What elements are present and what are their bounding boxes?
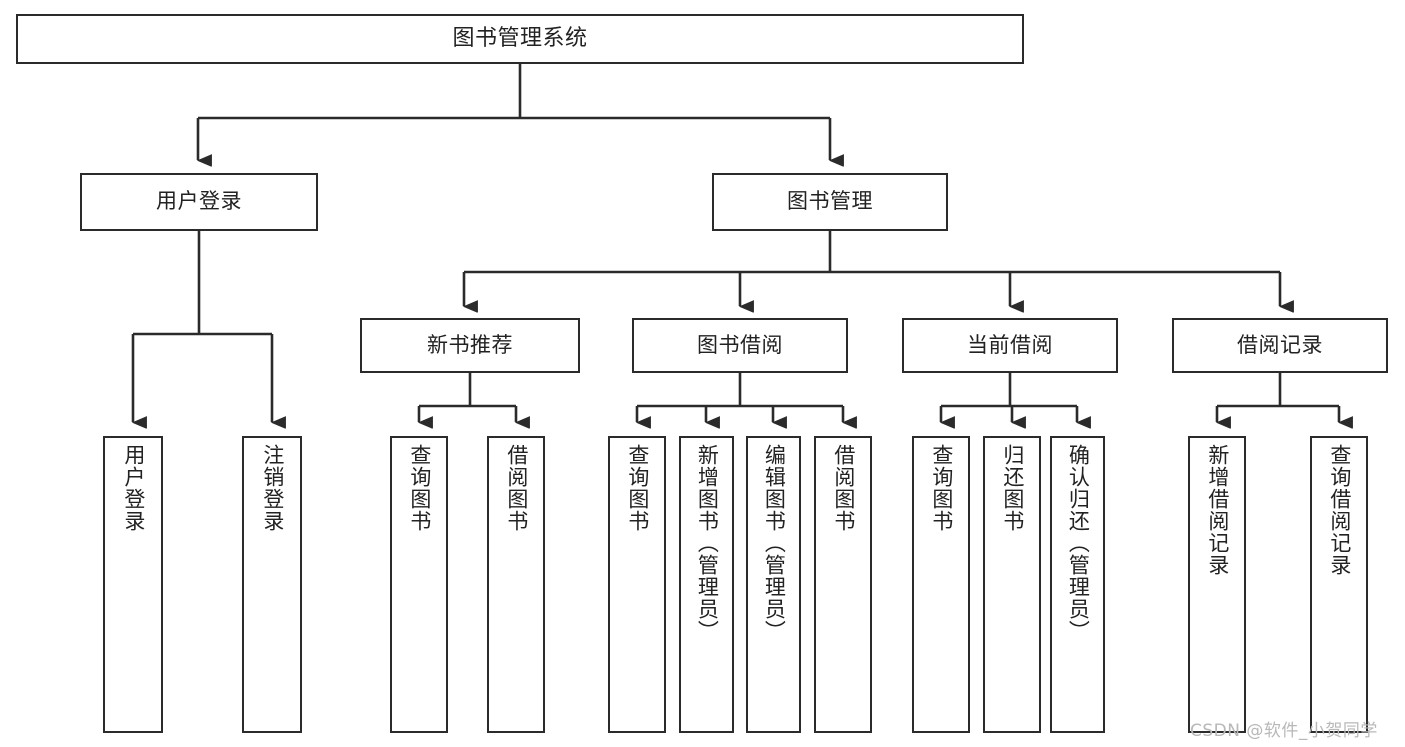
leaf-confirm-return-admin-label: 确认归还（管理员）	[1066, 444, 1091, 642]
leaf-query-book-recommend-label: 查询图书	[407, 444, 432, 532]
watermark-text: CSDN @软件_小贺同学	[1190, 721, 1378, 741]
node-current-borrow-label: 当前借阅	[967, 332, 1053, 357]
leaf-add-book-admin[interactable]: 新增图书（管理员）	[679, 436, 734, 733]
leaf-return-book[interactable]: 归还图书	[983, 436, 1041, 733]
node-new-book-recommend[interactable]: 新书推荐	[360, 318, 580, 373]
leaf-query-borrow-record[interactable]: 查询借阅记录	[1310, 436, 1368, 733]
leaf-user-login-label: 用户登录	[121, 444, 146, 532]
leaf-add-book-admin-label: 新增图书（管理员）	[695, 444, 720, 642]
leaf-user-login[interactable]: 用户登录	[103, 436, 163, 733]
node-new-book-recommend-label: 新书推荐	[427, 332, 513, 357]
leaf-query-book-borrow-label: 查询图书	[625, 444, 650, 532]
node-book-borrow[interactable]: 图书借阅	[632, 318, 848, 373]
node-book-borrow-label: 图书借阅	[697, 332, 783, 357]
leaf-borrow-book-label: 借阅图书	[831, 444, 856, 532]
node-user-login-label: 用户登录	[156, 189, 242, 214]
leaf-query-book-current[interactable]: 查询图书	[912, 436, 970, 733]
node-book-management[interactable]: 图书管理	[712, 173, 948, 231]
leaf-edit-book-admin[interactable]: 编辑图书（管理员）	[746, 436, 801, 733]
leaf-borrow-book-recommend-label: 借阅图书	[504, 444, 529, 532]
node-borrow-records-label: 借阅记录	[1237, 332, 1323, 357]
leaf-query-book-current-label: 查询图书	[929, 444, 954, 532]
leaf-user-logout[interactable]: 注销登录	[242, 436, 302, 733]
node-root[interactable]: 图书管理系统	[16, 14, 1024, 64]
leaf-user-logout-label: 注销登录	[260, 444, 285, 532]
leaf-add-borrow-record-label: 新增借阅记录	[1205, 444, 1230, 576]
leaf-query-book-recommend[interactable]: 查询图书	[390, 436, 448, 733]
leaf-borrow-book-recommend[interactable]: 借阅图书	[487, 436, 545, 733]
leaf-borrow-book[interactable]: 借阅图书	[814, 436, 872, 733]
node-borrow-records[interactable]: 借阅记录	[1172, 318, 1388, 373]
leaf-confirm-return-admin[interactable]: 确认归还（管理员）	[1050, 436, 1105, 733]
leaf-return-book-label: 归还图书	[1000, 444, 1025, 532]
leaf-edit-book-admin-label: 编辑图书（管理员）	[762, 444, 787, 642]
node-book-management-label: 图书管理	[787, 189, 873, 214]
node-current-borrow[interactable]: 当前借阅	[902, 318, 1118, 373]
node-root-label: 图书管理系统	[452, 25, 588, 51]
node-user-login[interactable]: 用户登录	[80, 173, 318, 231]
leaf-query-borrow-record-label: 查询借阅记录	[1327, 444, 1352, 576]
leaf-query-book-borrow[interactable]: 查询图书	[608, 436, 666, 733]
leaf-add-borrow-record[interactable]: 新增借阅记录	[1188, 436, 1246, 733]
